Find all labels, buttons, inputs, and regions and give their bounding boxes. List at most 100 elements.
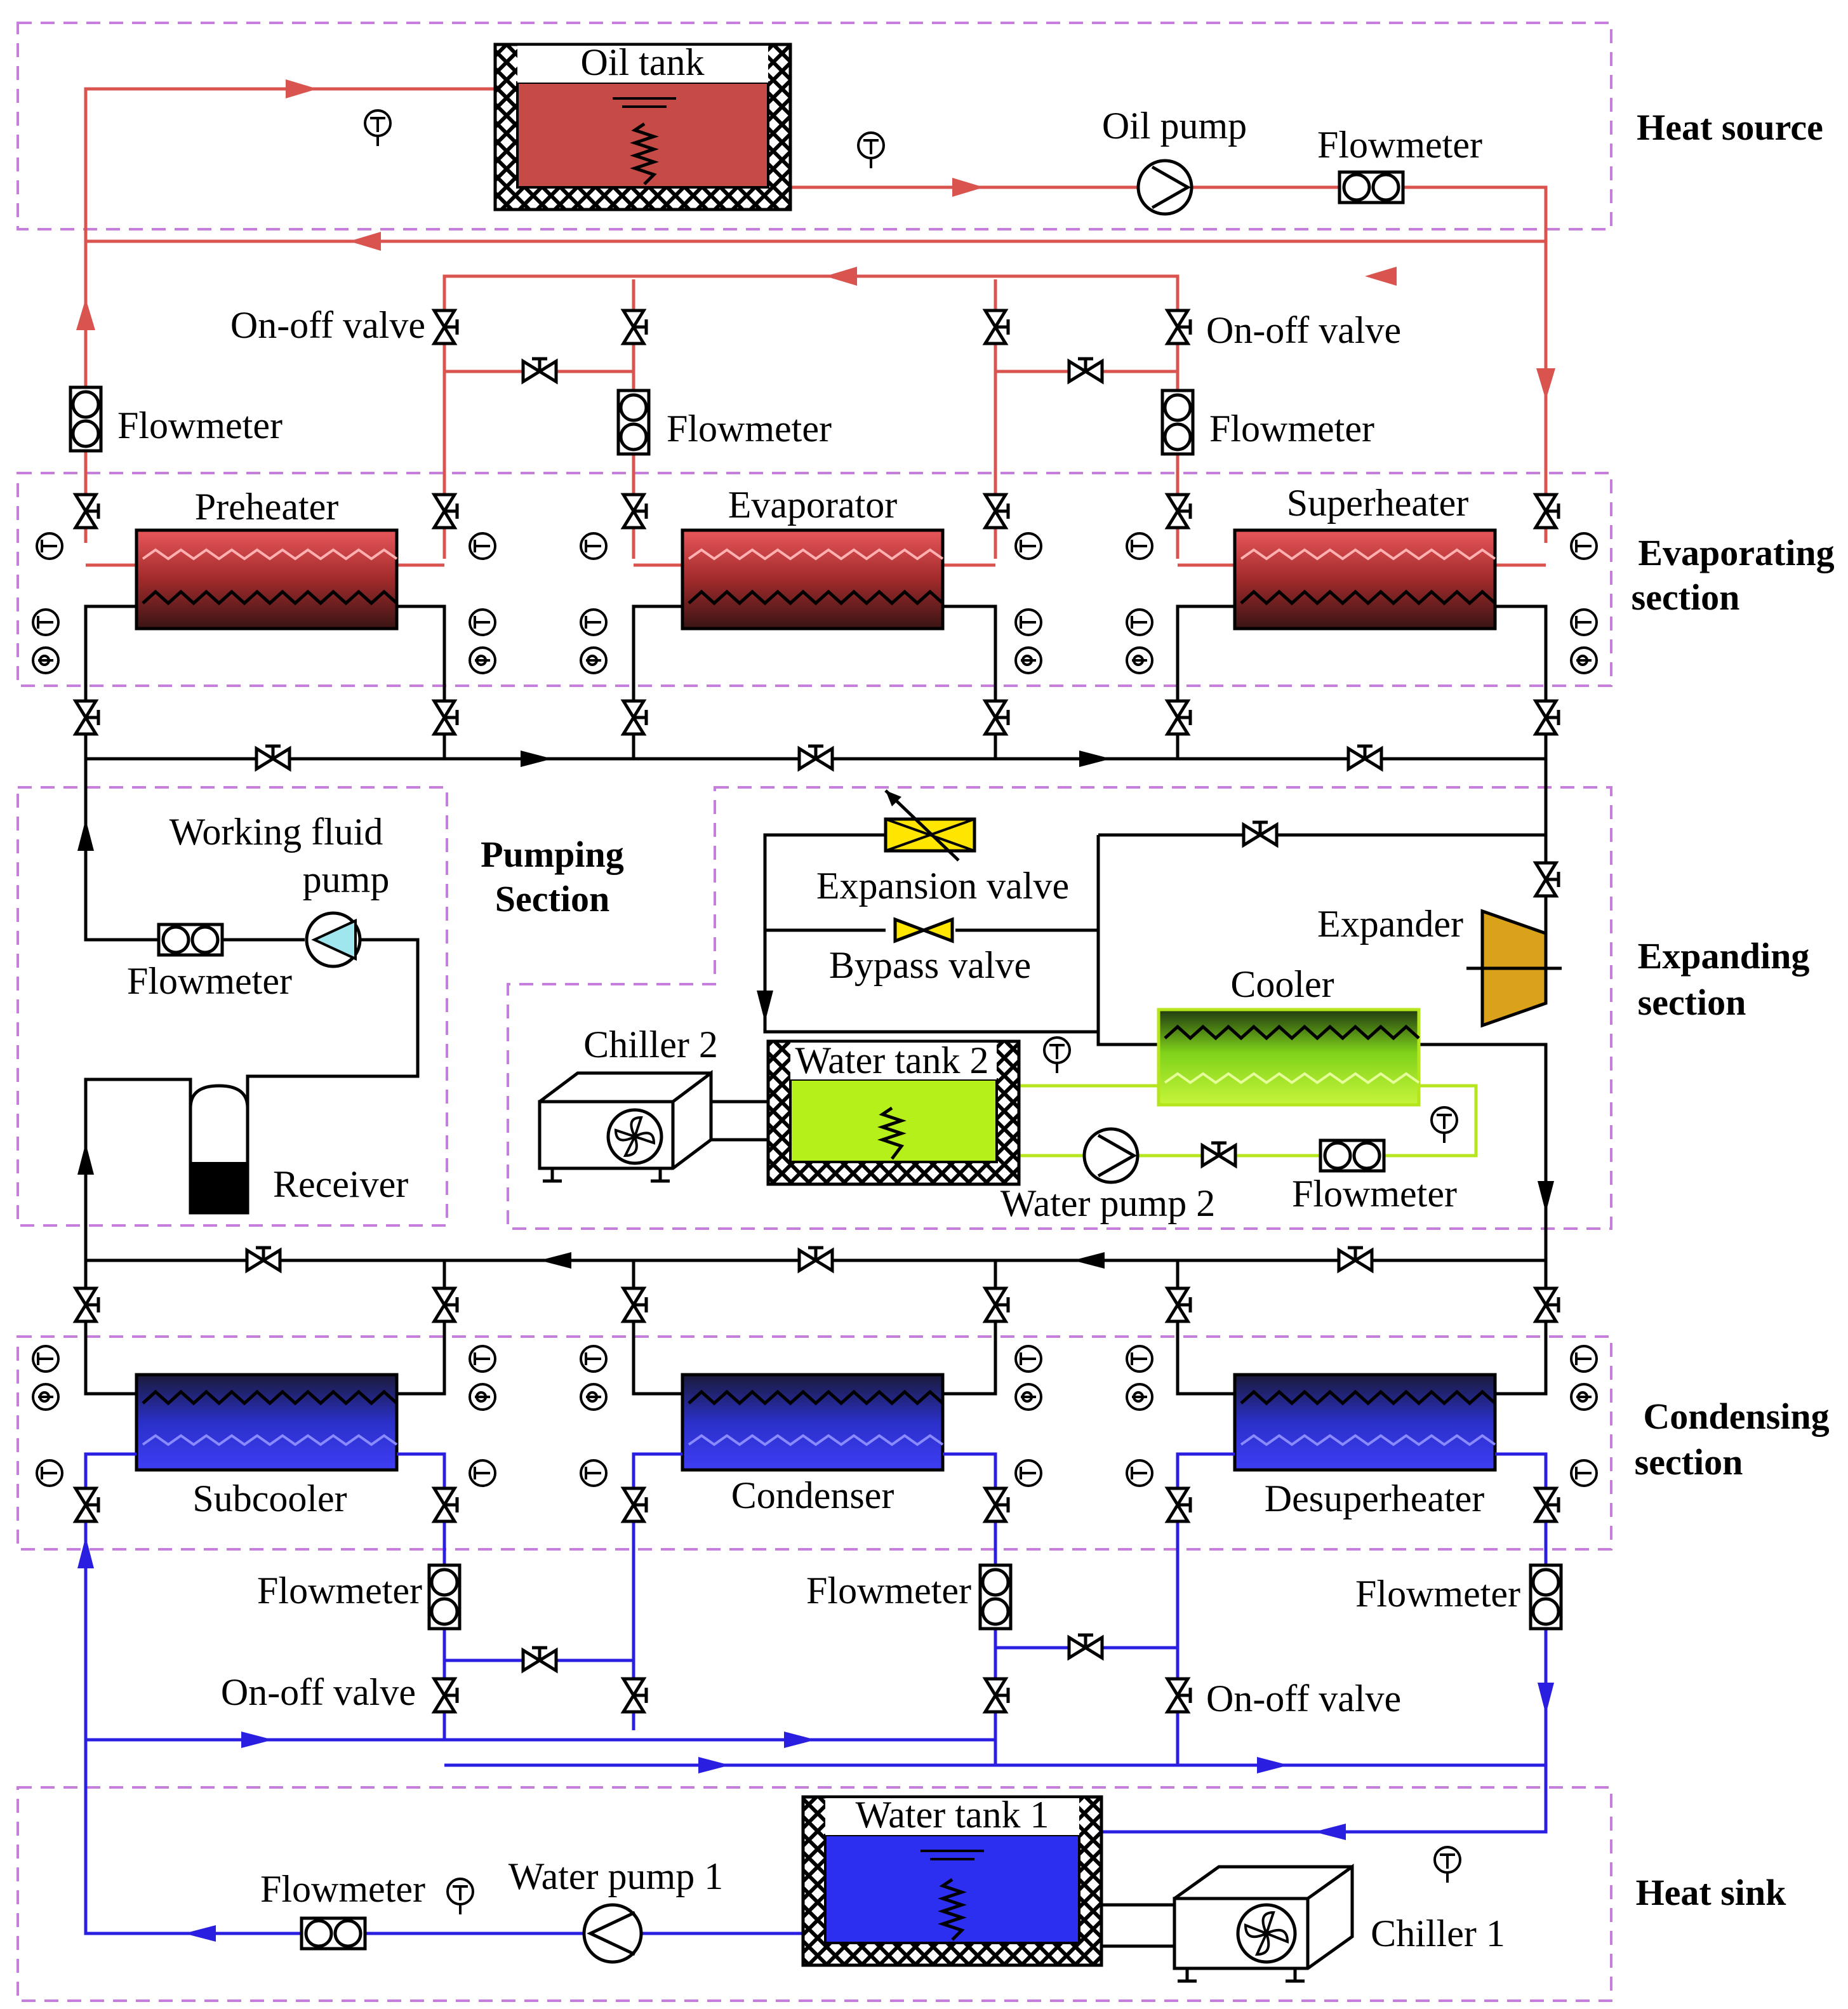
expanding-label-2: section — [1638, 982, 1746, 1023]
superheater-oil-valve-in[interactable] — [1167, 495, 1190, 528]
evaporating-label-1: Evaporating — [1638, 532, 1834, 573]
preheater-oil-valve-out[interactable] — [434, 495, 457, 528]
oil-bypass-valve-2[interactable] — [1069, 359, 1102, 382]
cooler — [1157, 1008, 1421, 1107]
oil-valve-2[interactable] — [623, 310, 646, 344]
receiver — [189, 1084, 249, 1215]
expansion-valve-label: Expansion valve — [816, 865, 1069, 907]
condensing-label-1: Condensing — [1643, 1396, 1829, 1437]
condenser: Condenser — [681, 1373, 945, 1516]
superheater: Superheater — [1233, 482, 1497, 631]
condenser-label: Condenser — [731, 1474, 894, 1516]
preheater: Preheater — [135, 486, 399, 631]
pumping-section-label-2: Section — [495, 878, 609, 919]
expander-label: Expander — [1317, 903, 1463, 945]
expanding-section-box — [507, 786, 1612, 1230]
subcooler: Subcooler — [135, 1373, 399, 1519]
water-tank-1-label: Water tank 1 — [855, 1794, 1049, 1836]
cw-flowmeter-label-1: Flowmeter — [257, 1570, 422, 1612]
section-boxes — [17, 22, 1612, 2002]
cooler-water-thermometer-1 — [1043, 1036, 1071, 1074]
heat-sink-flowmeter — [302, 1918, 365, 1949]
chiller-1 — [1101, 1864, 1354, 1983]
water-pump-2-label: Water pump 2 — [1000, 1182, 1215, 1224]
water-tank-1: Water tank 1 — [801, 1794, 1103, 1967]
bypass-valve-icon[interactable] — [893, 917, 954, 944]
oil-on-off-valve-label-left: On-off valve — [230, 304, 425, 346]
subcooler-label: Subcooler — [192, 1478, 347, 1519]
bypass-valve-label: Bypass valve — [829, 944, 1031, 986]
pumping-section-label-1: Pumping — [481, 834, 624, 875]
oil-valve-4[interactable] — [1167, 310, 1190, 344]
oil-flowmeter-label-3: Flowmeter — [1209, 408, 1374, 450]
oil-arrows — [76, 79, 1555, 400]
evaporator: Evaporator — [681, 484, 945, 631]
preheater-oil-valve-in[interactable] — [76, 495, 98, 528]
cooler-water-thermometer-2 — [1430, 1106, 1458, 1144]
evaporator-label: Evaporator — [728, 484, 898, 526]
subcooler-water-flowmeter — [429, 1565, 460, 1629]
superheater-oil-valve-out[interactable] — [1536, 495, 1559, 528]
heat-sink-return-thermometer — [1433, 1846, 1461, 1884]
water-tank-2-label: Water tank 2 — [795, 1039, 988, 1081]
preheater-oil-flowmeter — [70, 387, 101, 451]
desuperheater-label: Desuperheater — [1265, 1478, 1484, 1519]
water-pump-2-icon[interactable] — [1084, 1129, 1138, 1182]
oil-flowmeter-label-1: Flowmeter — [117, 404, 283, 446]
expander-icon[interactable] — [1466, 909, 1562, 1028]
oil-pump-icon[interactable] — [1138, 161, 1192, 214]
cw-flowmeter-label-2: Flowmeter — [806, 1570, 971, 1612]
water-tank-2: Water tank 2 — [766, 1039, 1021, 1186]
desuperheater-water-flowmeter — [1531, 1565, 1561, 1629]
water-pump-1-icon[interactable] — [582, 1903, 643, 1964]
working-fluid-flowmeter-label: Flowmeter — [127, 960, 292, 1002]
chiller-2-label: Chiller 2 — [583, 1024, 718, 1065]
receiver-label: Receiver — [273, 1163, 408, 1205]
working-fluid-flowmeter — [159, 924, 222, 955]
cw-on-off-valve-label-right: On-off valve — [1206, 1678, 1401, 1719]
chiller-2 — [538, 1070, 768, 1183]
cooler-water-valve[interactable] — [1202, 1143, 1235, 1166]
condensing-section-box — [17, 1335, 1612, 1551]
evaporating-label-2: section — [1632, 577, 1740, 618]
oil-valve-1[interactable] — [434, 310, 457, 344]
water-pump-1-label: Water pump 1 — [509, 1855, 723, 1897]
superheater-oil-flowmeter — [1162, 390, 1193, 454]
cooling-water-arrows — [77, 1537, 1554, 1942]
cooler-label: Cooler — [1230, 963, 1334, 1005]
condenser-water-flowmeter — [980, 1565, 1011, 1629]
oil-tank-label: Oil tank — [581, 41, 705, 83]
oil-on-off-valve-label-right: On-off valve — [1206, 309, 1401, 351]
condensing-label-2: section — [1635, 1441, 1743, 1483]
cooler-flowmeter-label: Flowmeter — [1292, 1173, 1457, 1215]
evaporating-section-box — [17, 472, 1612, 687]
condensing-exchangers: Subcooler Condenser Desuperheater — [135, 1373, 1497, 1519]
oil-pump-label: Oil pump — [1102, 105, 1247, 147]
evaporator-oil-valve-out[interactable] — [985, 495, 1008, 528]
evaporating-exchangers: Preheater Evaporator Superheater — [135, 482, 1497, 631]
desuperheater: Desuperheater — [1233, 1373, 1497, 1519]
working-fluid-pump-label-1: Working fluid — [170, 811, 383, 853]
working-fluid-pump-icon[interactable] — [305, 911, 362, 968]
heat-source-label: Heat source — [1637, 107, 1823, 148]
expansion-valve[interactable] — [884, 789, 976, 862]
cw-on-off-valve-label-left: On-off valve — [221, 1671, 416, 1713]
heat-sink-supply-thermometer — [446, 1878, 474, 1916]
chiller-1-label: Chiller 1 — [1371, 1912, 1505, 1954]
oil-flowmeter-label-2: Flowmeter — [667, 408, 832, 450]
evaporator-oil-valve-in[interactable] — [623, 495, 646, 528]
heat-sink-label: Heat sink — [1636, 1872, 1787, 1913]
heat-sink-flowmeter-label: Flowmeter — [260, 1868, 425, 1910]
superheater-label: Superheater — [1287, 482, 1469, 524]
oil-flowmeter-icon — [1339, 172, 1403, 203]
cooler-water-lines — [1019, 1084, 1478, 1158]
working-fluid-pump-label-2: pump — [303, 858, 390, 900]
oil-bypass-valve-1[interactable] — [523, 359, 556, 382]
oil-flowmeter-label: Flowmeter — [1317, 124, 1482, 166]
heat-source-box — [17, 22, 1612, 230]
preheater-label: Preheater — [195, 486, 339, 528]
evaporator-oil-flowmeter — [618, 390, 649, 454]
oil-valve-3[interactable] — [985, 310, 1008, 344]
cooler-water-flowmeter — [1320, 1140, 1384, 1171]
